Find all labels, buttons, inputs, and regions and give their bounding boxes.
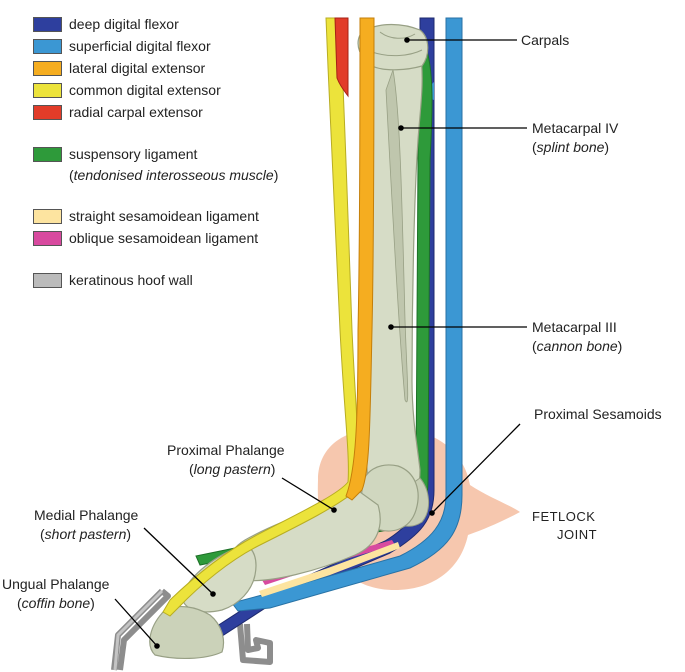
fetlock-joint-label: FETLOCK JOINT [532, 508, 597, 544]
straight-sesamoidean-ligament [259, 542, 400, 597]
coffin-bone [149, 605, 225, 660]
pink-swatch-icon [33, 231, 62, 246]
light-blue-swatch-icon [33, 39, 62, 54]
fetlock-line2: JOINT [557, 527, 598, 542]
grey-swatch-icon [33, 273, 62, 288]
short-pastern-bone [181, 544, 257, 613]
ungual-phalange-label: Ungual Phalange (coffin bone) [2, 576, 110, 611]
legend-sublabel: (tendonised interosseous muscle) [69, 167, 279, 183]
medial-phalange-sublabel: (short pastern) [40, 526, 132, 542]
yellow-swatch-icon [33, 83, 62, 98]
leader-lines [114, 39, 527, 647]
proximal-phalange-sublabel: (long pastern) [189, 461, 276, 477]
metacarpal-iv-label: Metacarpal IV (splint bone) [532, 120, 619, 155]
legend-label: lateral digital extensor [69, 60, 206, 76]
legend-label: straight sesamoidean ligament [69, 208, 259, 224]
legend-item-keratinous-hoof-wall: keratinous hoof wall [33, 271, 353, 293]
medial-phalange-leader [143, 527, 214, 595]
metacarpal-iv-sublabel: (splint bone) [532, 139, 610, 155]
legend-label: superficial digital flexor [69, 38, 211, 54]
blue-swatch-icon [33, 17, 62, 32]
legend-item-superficial-digital-flexor: superficial digital flexor [33, 37, 353, 59]
legend-item-common-digital-extensor: common digital extensor [33, 81, 353, 103]
splint-bone [385, 68, 409, 403]
legend-item-oblique-sesamoidean-ligament: oblique sesamoidean ligament [33, 229, 353, 251]
red-swatch-icon [33, 105, 62, 120]
carpals-label: Carpals [521, 32, 570, 48]
ungual-phalange-leader [114, 598, 158, 647]
legend-label: oblique sesamoidean ligament [69, 230, 259, 246]
proximal-phalange-label: Proximal Phalange (long pastern) [167, 442, 285, 477]
green-swatch-icon [33, 147, 62, 162]
orange-swatch-icon [33, 61, 62, 76]
legend-label: suspensory ligament [69, 146, 198, 162]
cream-swatch-icon [33, 209, 62, 224]
medial-phalange-label: Medial Phalange (short pastern) [34, 507, 139, 542]
legend: deep digital flexor superficial digital … [33, 15, 353, 293]
legend-label: radial carpal extensor [69, 104, 203, 120]
metacarpal-iii-label: Metacarpal III (cannon bone) [532, 319, 623, 354]
proximal-sesamoids-label: Proximal Sesamoids [534, 406, 662, 422]
legend-item-deep-digital-flexor: deep digital flexor [33, 15, 353, 37]
proximal-sesamoids-leader [431, 423, 521, 514]
legend-item-radial-carpal-extensor: radial carpal extensor [33, 103, 353, 125]
lateral-digital-extensor [345, 17, 375, 501]
legend-item-lateral-digital-extensor: lateral digital extensor [33, 59, 353, 81]
legend-label: keratinous hoof wall [69, 272, 193, 288]
legend-label: deep digital flexor [69, 16, 179, 32]
radial-carpal-extensor [334, 17, 349, 98]
legend-label: common digital extensor [69, 82, 221, 98]
proximal-phalange-leader [281, 477, 335, 511]
ungual-phalange-sublabel: (coffin bone) [17, 595, 95, 611]
legend-item-straight-sesamoidean-ligament: straight sesamoidean ligament [33, 207, 353, 229]
superficial-digital-flexor [231, 17, 463, 612]
legend-item-suspensory-ligament: suspensory ligament (tendonised inteross… [33, 145, 353, 189]
fetlock-line1: FETLOCK [532, 509, 596, 524]
metacarpal-iii-sublabel: (cannon bone) [532, 338, 623, 354]
